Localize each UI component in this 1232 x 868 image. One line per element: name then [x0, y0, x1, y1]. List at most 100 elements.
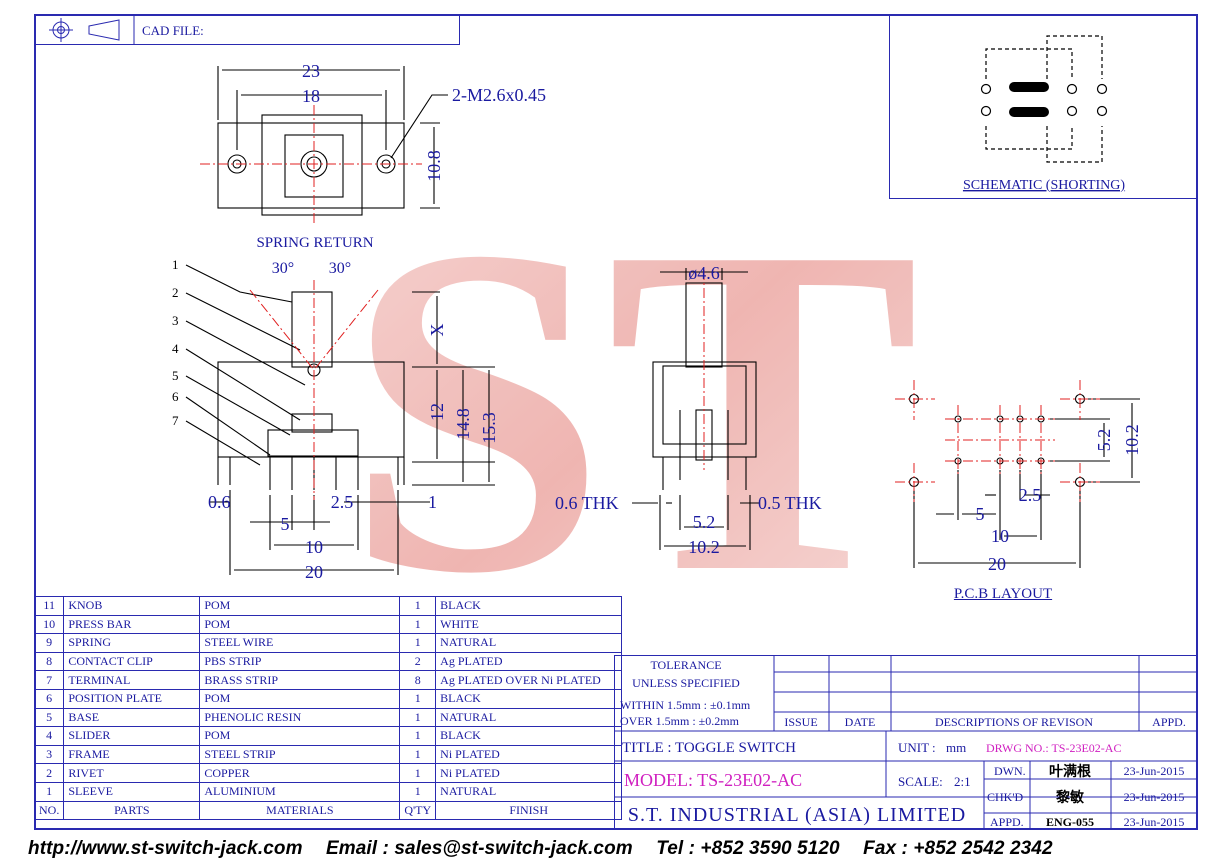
dim-5: 5	[281, 514, 290, 534]
front-view-title: SPRING RETURN	[256, 235, 373, 251]
tolerance-subtitle: UNLESS SPECIFIED	[632, 676, 740, 690]
scale-label: SCALE:	[898, 774, 943, 789]
callout-4: 4	[172, 341, 179, 356]
rev-issue-header: ISSUE	[784, 715, 817, 729]
footer: http://www.st-switch-jack.com Email : sa…	[28, 838, 1218, 860]
dim-15-3: 15.3	[479, 412, 499, 444]
dim-x: X	[427, 324, 447, 337]
bom-cell-qty: 1	[399, 726, 437, 746]
appd-label: APPD.	[990, 815, 1024, 829]
bom-cell-material: COPPER	[199, 763, 401, 783]
dim-top-23: 23	[302, 61, 320, 81]
tolerance-within: WITHIN 1.5mm : ±0.1mm	[620, 698, 751, 712]
bom-cell-material: POM	[199, 688, 401, 709]
tolerance-over: OVER 1.5mm : ±0.2mm	[620, 714, 740, 728]
appd-name: ENG-055	[1046, 815, 1094, 829]
dim-10-2: 10.2	[688, 537, 720, 557]
rev-date-header: DATE	[845, 715, 876, 729]
bom-cell-material: PHENOLIC RESIN	[199, 707, 401, 728]
footer-email[interactable]: Email : sales@st-switch-jack.com	[325, 838, 633, 859]
angle-left: 30°	[272, 260, 294, 277]
schematic-box: SCHEMATIC (SHORTING)	[889, 14, 1198, 199]
bom-cell-material: PBS STRIP	[199, 651, 401, 672]
dim-14-8: 14.8	[453, 408, 473, 440]
bom-cell-part: BASE	[63, 707, 201, 728]
chkd-date: 23-Jun-2015	[1124, 790, 1185, 804]
header-box: CAD FILE:	[34, 14, 460, 45]
bom-cell-finish: Ag PLATED OVER Ni PLATED	[435, 670, 623, 690]
bom-header-material: MATERIALS	[199, 800, 401, 821]
dim-top-18: 18	[302, 86, 320, 106]
unit-label: UNIT :	[898, 740, 936, 755]
bom-cell-finish: NATURAL	[435, 707, 623, 728]
title-text: TITLE : TOGGLE SWITCH	[622, 740, 796, 756]
bom-cell-part: SLIDER	[63, 726, 201, 746]
callout-5: 5	[172, 368, 179, 383]
bom-cell-qty: 1	[399, 763, 437, 783]
pcb-dim-2-5: 2.5	[1019, 485, 1042, 505]
bom-cell-part: TERMINAL	[63, 670, 201, 690]
bom-cell-finish: WHITE	[435, 614, 623, 635]
bom-cell-qty: 1	[399, 707, 437, 728]
dim-0-5-thk: 0.5 THK	[758, 493, 822, 513]
bom-cell-no: 2	[33, 763, 65, 783]
bom-cell-finish: Ni PLATED	[435, 763, 623, 783]
pcb-dim-5-2: 5.2	[1094, 429, 1114, 452]
bom-cell-finish: BLACK	[435, 726, 623, 746]
bom-cell-finish: BLACK	[435, 596, 623, 616]
footer-fax: Fax : +852 2542 2342	[863, 838, 1053, 859]
bom-cell-material: STEEL WIRE	[199, 633, 401, 653]
bom-cell-part: RIVET	[63, 763, 201, 783]
schematic-title: SCHEMATIC (SHORTING)	[963, 178, 1125, 193]
dim-phi-4-6: ø4.6	[688, 263, 720, 283]
bom-cell-qty: 8	[399, 670, 437, 690]
title-block: TOLERANCE UNLESS SPECIFIED WITHIN 1.5mm …	[614, 655, 1198, 830]
bom-cell-no: 5	[33, 707, 65, 728]
bom-cell-no: 6	[33, 688, 65, 709]
bom-cell-qty: 1	[399, 688, 437, 709]
pcb-dim-20: 20	[988, 554, 1006, 574]
angle-right: 30°	[329, 260, 351, 277]
callout-3: 3	[172, 313, 179, 328]
bom-cell-material: BRASS STRIP	[199, 670, 401, 690]
bom-cell-part: SPRING	[63, 633, 201, 653]
dim-5-2: 5.2	[693, 512, 716, 532]
technical-drawing: 23 18 10.8 2-M2.6x0.45 SPRING RETURN 30°…	[172, 61, 1142, 600]
watermark-text: ST	[345, 149, 920, 670]
projection-symbol-icon	[49, 18, 120, 42]
bom-cell-finish: Ag PLATED	[435, 651, 623, 672]
bom-cell-part: POSITION PLATE	[63, 688, 201, 709]
pcb-dim-10-2: 10.2	[1122, 424, 1142, 456]
unit-value: mm	[946, 740, 966, 755]
bom-cell-material: POM	[199, 596, 401, 616]
bom-cell-material: STEEL STRIP	[199, 744, 401, 765]
bom-cell-part: PRESS BAR	[63, 614, 201, 635]
bom-cell-no: 1	[33, 781, 65, 802]
dim-top-10-8: 10.8	[424, 150, 444, 182]
bom-cell-qty: 1	[399, 614, 437, 635]
bom-cell-finish: NATURAL	[435, 781, 623, 802]
pcb-dim-10: 10	[991, 526, 1009, 546]
bom-cell-finish: BLACK	[435, 688, 623, 709]
pcb-layout-title: P.C.B LAYOUT	[954, 586, 1052, 600]
bom-cell-no: 3	[33, 744, 65, 765]
dwn-label: DWN.	[994, 764, 1026, 778]
drwg-no: DRWG NO.: TS-23E02-AC	[986, 741, 1121, 755]
bom-cell-material: POM	[199, 726, 401, 746]
footer-url[interactable]: http://www.st-switch-jack.com	[28, 838, 303, 859]
callout-2: 2	[172, 285, 179, 300]
bom-header-qty: Q'TY	[399, 800, 437, 821]
bom-cell-no: 11	[33, 596, 65, 616]
cad-file-label: CAD FILE:	[142, 23, 204, 38]
bom-cell-part: KNOB	[63, 596, 201, 616]
